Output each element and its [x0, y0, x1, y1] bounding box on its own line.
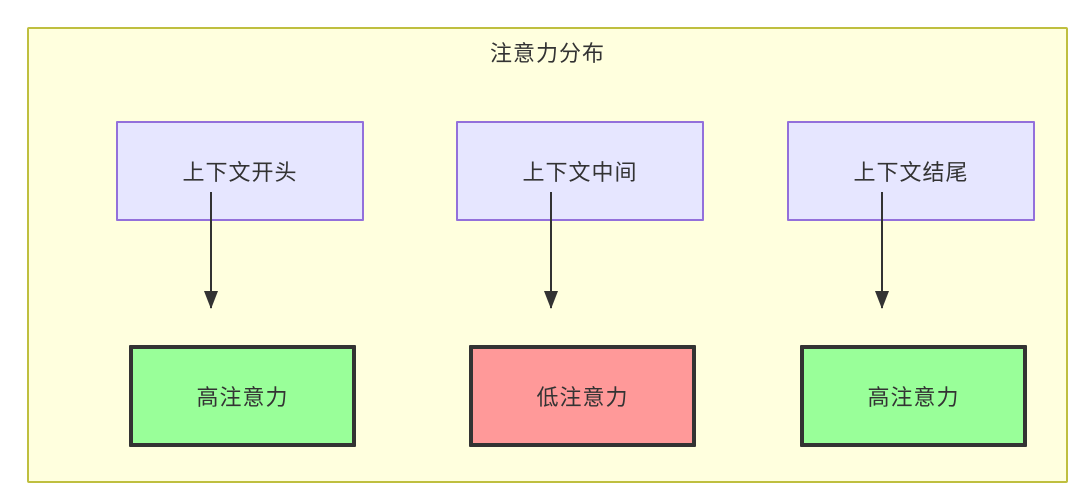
node-context-start-label: 上下文开头: [182, 160, 298, 185]
node-attention-high-end-label: 高注意力: [867, 385, 960, 410]
node-attention-low-middle-label: 低注意力: [536, 385, 629, 410]
subgraph-title: 注意力分布: [489, 41, 605, 66]
node-context-end[interactable]: 上下文结尾: [787, 121, 1035, 221]
node-context-end-label: 上下文结尾: [853, 160, 969, 185]
attention-distribution-subgraph: 注意力分布 上下文开头 上下文中间 上下文结尾 高注意力 低注意力 高注意力: [27, 27, 1068, 483]
node-attention-low-middle[interactable]: 低注意力: [469, 345, 696, 447]
node-context-start[interactable]: 上下文开头: [116, 121, 364, 221]
node-context-middle[interactable]: 上下文中间: [456, 121, 704, 221]
node-attention-high-start[interactable]: 高注意力: [129, 345, 356, 447]
node-attention-high-end[interactable]: 高注意力: [800, 345, 1027, 447]
node-context-middle-label: 上下文中间: [522, 160, 638, 185]
node-attention-high-start-label: 高注意力: [196, 385, 289, 410]
